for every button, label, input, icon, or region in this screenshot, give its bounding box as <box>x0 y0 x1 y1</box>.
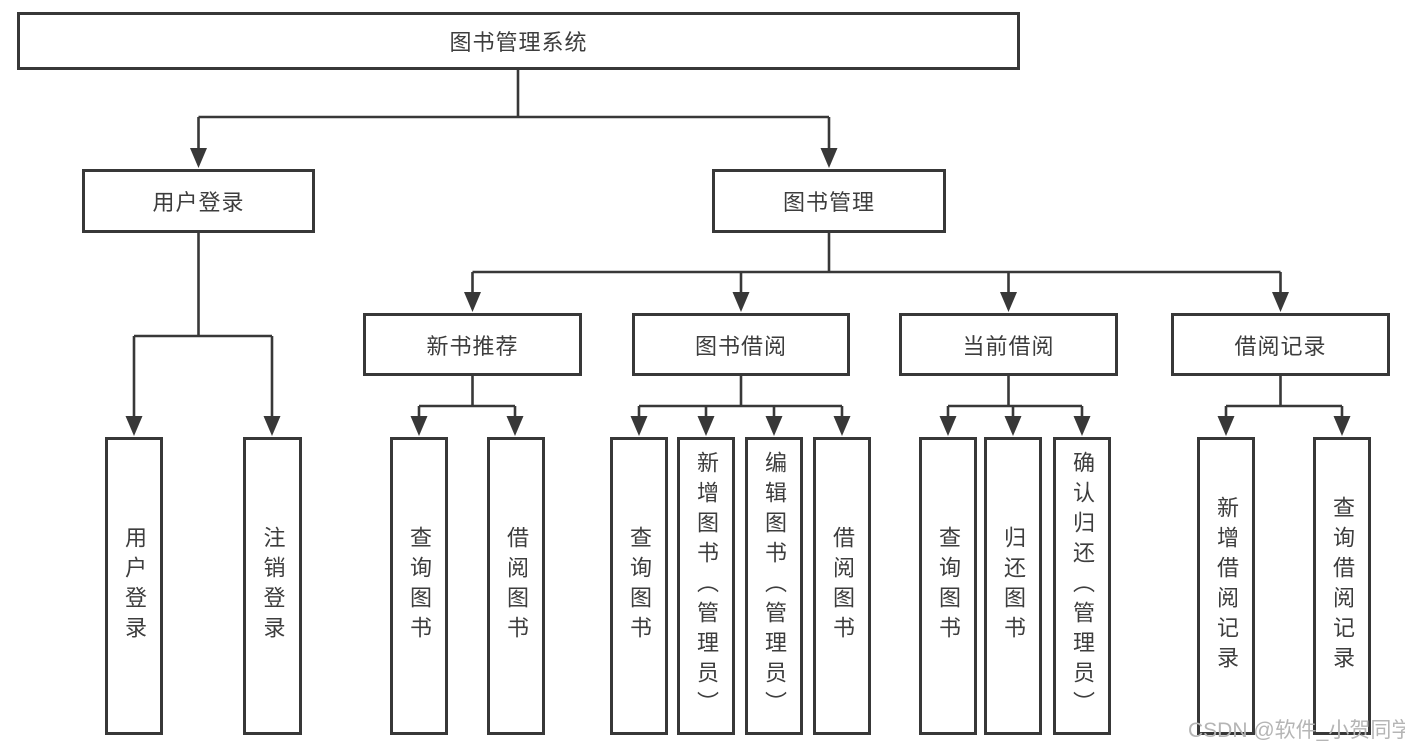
leaf-borrow-books-recommend-label: 借阅图书 <box>504 526 529 646</box>
leaf-borrow-books-label: 借阅图书 <box>830 526 855 646</box>
leaf-query-borrow-record-label: 查询借阅记录 <box>1330 496 1355 676</box>
leaf-confirm-return-admin: 确认归还（管理员） <box>1053 437 1111 735</box>
node-new-book-recommend: 新书推荐 <box>363 313 582 376</box>
leaf-query-books-current: 查询图书 <box>919 437 977 735</box>
node-library-system-label: 图书管理系统 <box>449 30 588 55</box>
leaf-add-borrow-record-label: 新增借阅记录 <box>1214 496 1239 676</box>
node-book-borrowing-label: 图书借阅 <box>694 333 787 359</box>
node-book-borrowing: 图书借阅 <box>632 313 850 376</box>
node-book-management: 图书管理 <box>712 169 946 233</box>
node-current-borrowing-label: 当前借阅 <box>962 333 1055 359</box>
leaf-logout-label: 注销登录 <box>260 526 286 646</box>
leaf-user-login-label: 用户登录 <box>122 526 147 646</box>
leaf-add-books-admin-label: 新增图书（管理员） <box>694 451 719 721</box>
node-user-login-label: 用户登录 <box>152 190 245 215</box>
arrowheads <box>125 148 1351 436</box>
leaf-query-books-current-label: 查询图书 <box>936 526 961 646</box>
node-borrowing-records-label: 借阅记录 <box>1234 333 1327 359</box>
leaf-confirm-return-admin-label: 确认归还（管理员） <box>1070 451 1095 721</box>
leaf-add-books-admin: 新增图书（管理员） <box>677 437 735 735</box>
node-borrowing-records: 借阅记录 <box>1171 313 1390 376</box>
leaf-logout: 注销登录 <box>243 437 302 735</box>
node-book-management-label: 图书管理 <box>782 190 875 215</box>
leaf-query-books-borrowing: 查询图书 <box>610 437 668 735</box>
node-current-borrowing: 当前借阅 <box>899 313 1118 376</box>
node-new-book-recommend-label: 新书推荐 <box>426 333 519 359</box>
leaf-query-books-recommend: 查询图书 <box>390 437 448 735</box>
node-library-system: 图书管理系统 <box>17 12 1020 70</box>
leaf-return-books: 归还图书 <box>984 437 1042 735</box>
leaf-query-books-borrowing-label: 查询图书 <box>627 526 652 646</box>
leaf-query-books-recommend-label: 查询图书 <box>407 526 432 646</box>
leaf-borrow-books-recommend: 借阅图书 <box>487 437 545 735</box>
leaf-borrow-books: 借阅图书 <box>813 437 871 735</box>
watermark: CSDN @软件_小贺同学 <box>1188 719 1405 742</box>
leaf-return-books-label: 归还图书 <box>1001 526 1026 646</box>
leaf-edit-books-admin-label: 编辑图书（管理员） <box>762 451 787 721</box>
leaf-add-borrow-record: 新增借阅记录 <box>1197 437 1255 735</box>
leaf-user-login: 用户登录 <box>105 437 163 735</box>
node-user-login: 用户登录 <box>82 169 315 233</box>
leaf-edit-books-admin: 编辑图书（管理员） <box>745 437 803 735</box>
leaf-query-borrow-record: 查询借阅记录 <box>1313 437 1371 735</box>
